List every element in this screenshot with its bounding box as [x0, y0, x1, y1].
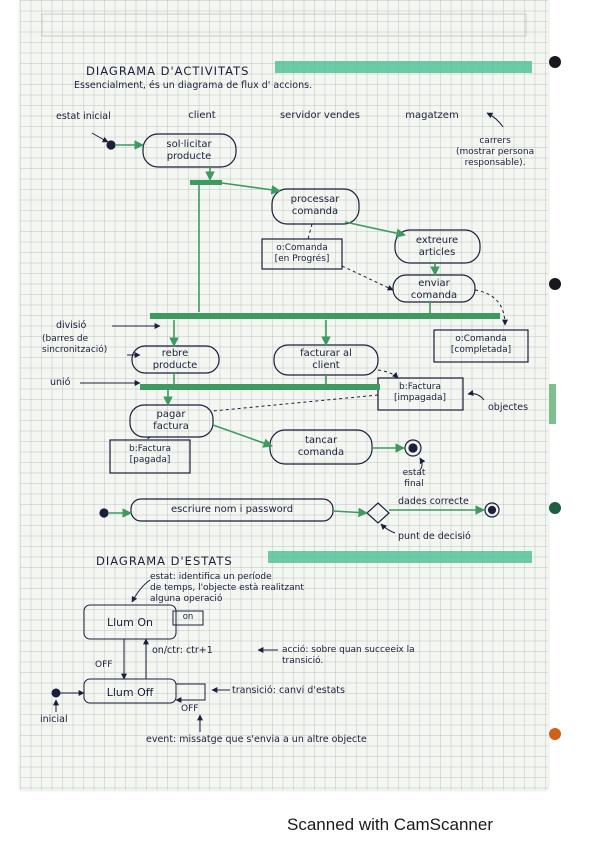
- label-punt-decisio: punt de decisió: [398, 531, 471, 542]
- flow-processar-extreure: [344, 221, 406, 238]
- note-estat-inicial: estat inicial: [56, 111, 111, 122]
- dash-enviar-completada: [474, 289, 508, 326]
- activity-title: DIAGRAMA D'ACTIVITATS: [86, 64, 250, 78]
- label-off-bottom: OFF: [181, 704, 199, 714]
- activity-subtitle: Essencialment, és un diagrama de flux d'…: [74, 80, 313, 91]
- final-node-core: [408, 443, 418, 453]
- object-comanda-progres: [261, 238, 343, 270]
- label-dades-correcte: dades correcte: [398, 496, 469, 507]
- action-tancar-label: tancar comanda: [297, 435, 345, 458]
- top-box: [41, 13, 527, 37]
- dash-facturar-impagada: [377, 369, 399, 379]
- sync-bar-2: [150, 313, 500, 319]
- object-factura-pagada-label: b:Factura [pagada]: [128, 444, 172, 465]
- action-sollicitar-label: sol·licitar producte: [166, 139, 212, 162]
- arrow-carrers: [486, 112, 504, 128]
- title-highlight-activity: [275, 61, 532, 73]
- page-tab-marker: [549, 384, 556, 424]
- arrow-punt-decisio: [380, 523, 396, 534]
- action-extreure-label: extreure articles: [415, 235, 459, 258]
- binder-hole-4: [549, 728, 561, 740]
- state-llum-on-label: Llum On: [107, 616, 153, 629]
- note-inicial: inicial: [40, 714, 68, 725]
- state-llum-off-label: Llum Off: [106, 686, 154, 699]
- action-rebre-label: rebre producte: [152, 348, 198, 371]
- note-objectes: objectes: [488, 402, 529, 413]
- action-pagar-label: pagar factura: [153, 409, 189, 432]
- binder-hole-3: [549, 502, 561, 514]
- dash-impagada-pagar: [212, 394, 379, 412]
- state-initial-node: [51, 688, 61, 698]
- flow-escriure-decision: [332, 507, 368, 518]
- sync-bar-3: [140, 384, 380, 390]
- note-event: event: missatge que s'envia a un altre o…: [146, 734, 367, 745]
- object-factura-impagada-label: b:Factura [impagada]: [394, 382, 446, 403]
- object-factura-impagada: [377, 377, 464, 411]
- dash-progres-enviar: [341, 265, 394, 291]
- sync-bar-1: [190, 180, 222, 185]
- action-sollicitar: [142, 133, 237, 168]
- action-enviar-label: enviar comanda: [410, 278, 458, 301]
- label-off-left: OFF: [95, 660, 113, 670]
- camscanner-watermark: Scanned with CamScanner: [287, 815, 494, 834]
- title-highlight-states: [268, 551, 532, 563]
- arrow-objectes: [467, 390, 485, 401]
- decision-node: [366, 502, 390, 524]
- note-estat: estat: identifica un període de temps, l…: [150, 572, 304, 604]
- note-accio: acció: sobre quan succeeix la transició.: [282, 645, 415, 666]
- action-processar: [271, 188, 360, 225]
- initial-node-2: [99, 508, 109, 518]
- notebook-page: [20, 0, 548, 790]
- binder-hole-2: [549, 278, 561, 290]
- final-node-2-core: [487, 505, 497, 515]
- action-extreure: [394, 229, 481, 264]
- note-estat-final: estat final: [402, 468, 426, 489]
- note-unio: unió: [50, 377, 71, 388]
- arrow-estat-final: [419, 457, 426, 471]
- binder-hole-1: [549, 56, 561, 68]
- action-processar-label: processar comanda: [290, 194, 340, 217]
- state-llum-on: [83, 604, 177, 640]
- note-carrers: carrers (mostrar persona responsable).: [456, 136, 535, 168]
- flow-pagar-tancar: [212, 424, 273, 448]
- flow-to-processar: [221, 182, 281, 195]
- arrow-estat-inicial: [91, 132, 109, 143]
- swimlane-magatzem: magatzem: [405, 110, 459, 121]
- swimlane-servidor: servidor vendes: [279, 110, 361, 121]
- final-node-2: [484, 502, 500, 518]
- object-comanda-progres-label: o:Comanda [en Progrés]: [274, 243, 330, 264]
- state-on-badge-label: on: [182, 612, 194, 622]
- note-transicio: transició: canvi d'estats: [232, 685, 345, 696]
- label-on-ctr: on/ctr: ctr+1: [152, 645, 213, 656]
- dash-pagar-pagada: [145, 436, 151, 441]
- object-factura-pagada: [109, 439, 191, 474]
- note-divisio: divisió: [56, 320, 87, 331]
- action-escriure-label: escriure nom i password: [170, 504, 294, 515]
- states-title: DIAGRAMA D'ESTATS: [96, 554, 233, 568]
- note-barres: (barres de sincronització): [42, 334, 108, 355]
- dash-processar-progres: [307, 223, 313, 240]
- object-comanda-completada: [433, 329, 529, 363]
- state-self-loop: [175, 683, 206, 703]
- final-node: [404, 439, 422, 457]
- arrow-state-note: [131, 579, 151, 603]
- swimlane-client: client: [188, 110, 216, 121]
- state-on-badge: [172, 610, 204, 626]
- object-comanda-completada-label: o:Comanda [completada]: [450, 334, 512, 355]
- initial-node: [106, 140, 116, 150]
- action-facturar-label: facturar al client: [300, 348, 352, 371]
